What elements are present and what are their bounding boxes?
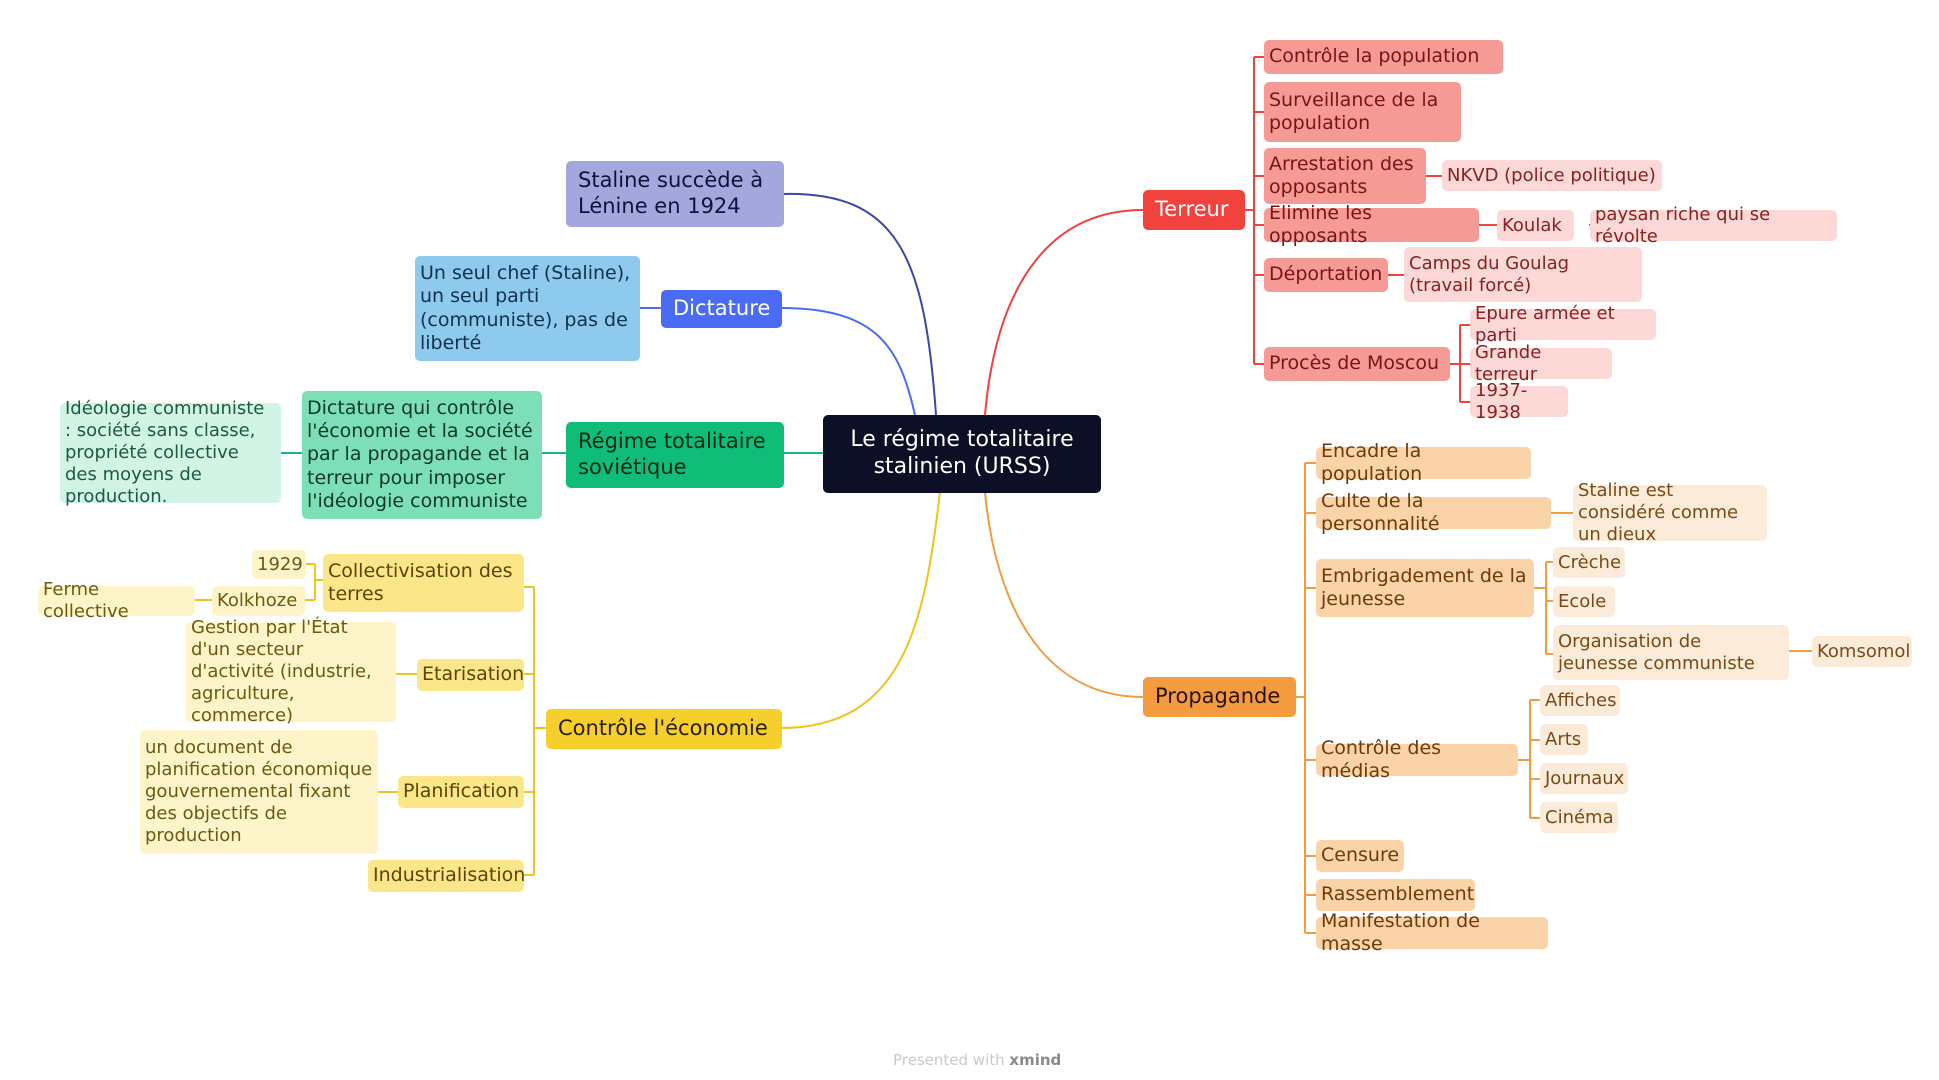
note-ideologie-communiste[interactable]: Idéologie communiste : société sans clas… xyxy=(60,398,281,507)
subtopic-censure[interactable]: Censure xyxy=(1316,840,1404,872)
leaf-1929[interactable]: 1929 xyxy=(252,550,306,579)
subtopic-etatisation[interactable]: Etarisation xyxy=(417,659,524,691)
topic-dictature[interactable]: Dictature xyxy=(661,290,782,328)
note-regime-definition[interactable]: Dictature qui contrôle l'économie et la … xyxy=(302,391,542,519)
subtopic-planification[interactable]: Planification xyxy=(398,776,524,808)
topic-regime-totalitaire[interactable]: Régime totalitaire soviétique xyxy=(566,422,784,488)
leaf-nkvd[interactable]: NKVD (police politique) xyxy=(1442,160,1662,191)
footer-prefix: Presented with xyxy=(893,1051,1005,1069)
topic-controle-economie[interactable]: Contrôle l'économie xyxy=(546,709,782,749)
leaf-camps-goulag[interactable]: Camps du Goulag (travail forcé) xyxy=(1404,247,1642,302)
note-planification[interactable]: un document de planification économique … xyxy=(140,730,378,854)
subtopic-proces-moscou[interactable]: Procès de Moscou xyxy=(1264,347,1450,381)
subtopic-controle-medias[interactable]: Contrôle des médias xyxy=(1316,737,1518,782)
leaf-staline-dieu[interactable]: Staline est considéré comme un dieux xyxy=(1573,480,1767,545)
subtopic-rassemblement[interactable]: Rassemblement xyxy=(1316,879,1475,911)
leaf-arts[interactable]: Arts xyxy=(1540,724,1588,755)
topic-staline-succede[interactable]: Staline succède à Lénine en 1924 xyxy=(566,161,784,227)
leaf-paysan-riche[interactable]: paysan riche qui se révolte xyxy=(1590,204,1837,247)
subtopic-elimine-opposants[interactable]: Elimine les opposants xyxy=(1264,202,1479,247)
footer-credit: Presented with xmind xyxy=(893,1051,1061,1069)
subtopic-deportation[interactable]: Déportation xyxy=(1264,258,1388,292)
subtopic-controle-population[interactable]: Contrôle la population xyxy=(1264,40,1503,74)
subtopic-arrestation[interactable]: Arrestation des opposants xyxy=(1264,148,1426,204)
leaf-1937-1938[interactable]: 1937-1938 xyxy=(1470,380,1568,423)
leaf-affiches[interactable]: Affiches xyxy=(1540,685,1620,716)
leaf-cinema[interactable]: Cinéma xyxy=(1540,802,1618,833)
leaf-ferme-collective[interactable]: Ferme collective xyxy=(38,579,195,622)
subtopic-encadre-population[interactable]: Encadre la population xyxy=(1316,440,1531,485)
subtopic-collectivisation[interactable]: Collectivisation des terres xyxy=(323,554,524,612)
subtopic-embrigadement-jeunesse[interactable]: Embrigadement de la jeunesse xyxy=(1316,559,1534,617)
subtopic-industrialisation[interactable]: Industrialisation xyxy=(368,860,525,892)
root-topic[interactable]: Le régime totalitaire stalinien (URSS) xyxy=(823,415,1101,493)
leaf-grande-terreur[interactable]: Grande terreur xyxy=(1470,342,1612,385)
leaf-creche[interactable]: Crèche xyxy=(1553,547,1625,578)
topic-propagande[interactable]: Propagande xyxy=(1143,677,1296,717)
leaf-journaux[interactable]: Journaux xyxy=(1540,763,1628,794)
leaf-ecole[interactable]: Ecole xyxy=(1553,586,1615,617)
xmind-logo: xmind xyxy=(1009,1051,1062,1069)
subtopic-culte-personnalite[interactable]: Culte de la personnalité xyxy=(1316,490,1551,535)
leaf-organisation-jeunesse[interactable]: Organisation de jeunesse communiste xyxy=(1553,625,1789,680)
note-dictature[interactable]: Un seul chef (Staline), un seul parti (c… xyxy=(415,256,640,361)
subtopic-surveillance[interactable]: Surveillance de la population xyxy=(1264,82,1461,142)
leaf-koulak[interactable]: Koulak xyxy=(1497,210,1574,241)
topic-terreur[interactable]: Terreur xyxy=(1143,190,1245,230)
note-etatisation[interactable]: Gestion par l'État d'un secteur d'activi… xyxy=(186,617,396,726)
leaf-kolkhoze[interactable]: Kolkhoze xyxy=(212,586,305,616)
leaf-komsomol[interactable]: Komsomol xyxy=(1812,636,1912,667)
subtopic-manifestation-masse[interactable]: Manifestation de masse xyxy=(1316,910,1548,955)
leaf-epure[interactable]: Epure armée et parti xyxy=(1470,303,1656,346)
